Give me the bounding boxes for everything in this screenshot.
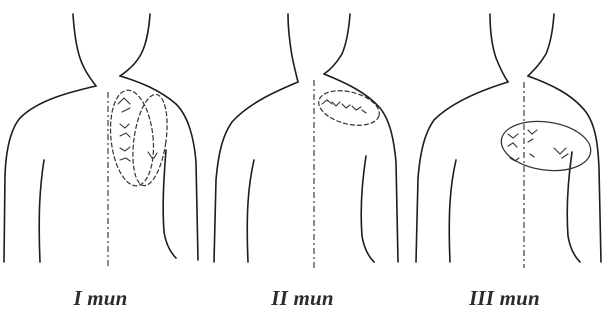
arm-inner-right-line: [361, 156, 374, 262]
shoulder-left-line: [214, 82, 298, 262]
arm-inner-left-line: [39, 160, 44, 262]
neck-right-line: [324, 14, 350, 74]
arm-inner-left-line: [449, 160, 456, 262]
zone-hatching: [322, 100, 366, 113]
arm-inner-left-line: [247, 160, 254, 262]
panel-caption: II mun: [202, 286, 403, 311]
shoulder-left-line: [416, 82, 508, 262]
shoulder-left-line: [4, 86, 96, 262]
pain-zone-scapular: [498, 116, 594, 176]
zone-hatching: [118, 98, 157, 161]
back-silhouette-2: [202, 0, 403, 270]
shoulder-right-line: [120, 76, 198, 260]
panel-caption: III mun: [404, 286, 605, 311]
neck-right-line: [528, 14, 554, 76]
panel-2: II mun: [202, 0, 403, 323]
shoulder-right-line: [324, 74, 398, 262]
pain-zone-shoulder: [315, 85, 383, 131]
neck-left-line: [73, 14, 96, 86]
pain-zone-inner: [106, 88, 158, 188]
arm-inner-right-line: [163, 150, 176, 258]
pain-zone-outer: [128, 92, 172, 188]
panel-1: I mun: [0, 0, 201, 323]
back-silhouette-3: [404, 0, 605, 270]
neck-left-line: [288, 14, 298, 82]
panel-caption: I mun: [0, 286, 201, 311]
panel-3: III mun: [404, 0, 605, 323]
zone-hatching: [508, 130, 568, 161]
neck-left-line: [490, 14, 508, 82]
back-silhouette-1: [0, 0, 201, 270]
neck-right-line: [120, 14, 150, 76]
